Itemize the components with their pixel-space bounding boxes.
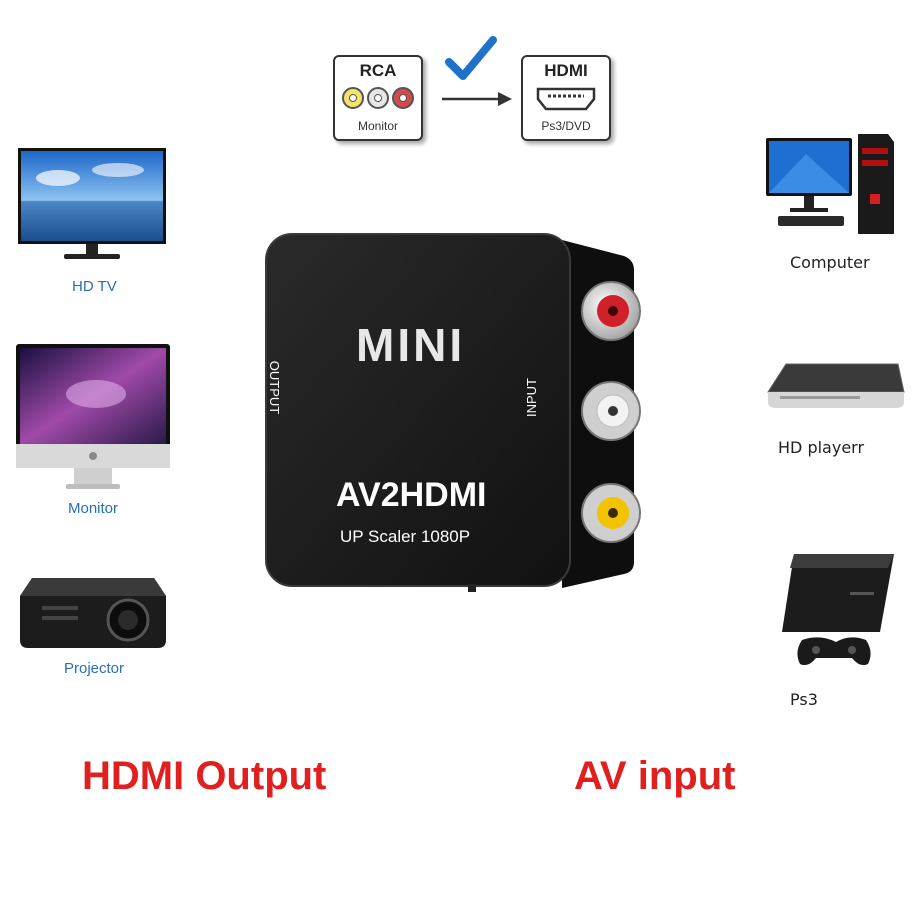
hdmi-output-caption: HDMI Output <box>82 754 327 798</box>
hd-tv-icon <box>18 148 166 259</box>
device-model: AV2HDMI <box>336 476 487 514</box>
output-label-projector: Projector <box>64 660 125 677</box>
hdmi-badge: HDMI Ps3/DVD <box>521 55 611 141</box>
rca-jacks-icon <box>342 87 414 109</box>
rca-jack-red <box>581 281 641 341</box>
device-input-side-label: INPUT <box>524 378 539 417</box>
input-label-ps3: Ps3 <box>790 690 818 709</box>
device-output-side-label: OUTPUT <box>267 360 283 415</box>
monitor-icon <box>16 344 170 489</box>
rca-jack-white <box>581 381 641 441</box>
ps3-icon <box>782 554 894 666</box>
output-label-hd-tv: HD TV <box>72 278 117 295</box>
rca-title: RCA <box>359 61 397 80</box>
rca-jack-yellow <box>581 483 641 543</box>
rca-badge: RCA Monitor <box>333 55 423 141</box>
device-tagline: UP Scaler 1080P <box>340 527 471 546</box>
hdmi-port-icon <box>536 87 596 111</box>
device-brand: MINI <box>356 319 466 371</box>
checkmark-icon <box>445 36 497 80</box>
hdmi-subtitle: Ps3/DVD <box>541 119 591 133</box>
rca-subtitle: Monitor <box>357 119 398 133</box>
hd-player-icon <box>767 363 905 408</box>
arrow-right-icon <box>442 92 512 106</box>
input-label-hd-player: HD playerr <box>778 438 865 457</box>
hdmi-title: HDMI <box>544 61 588 80</box>
input-label-computer: Computer <box>790 253 870 272</box>
av-input-caption: AV input <box>574 754 736 798</box>
projector-icon <box>20 578 166 648</box>
output-label-monitor: Monitor <box>68 500 119 517</box>
computer-icon <box>766 134 894 234</box>
